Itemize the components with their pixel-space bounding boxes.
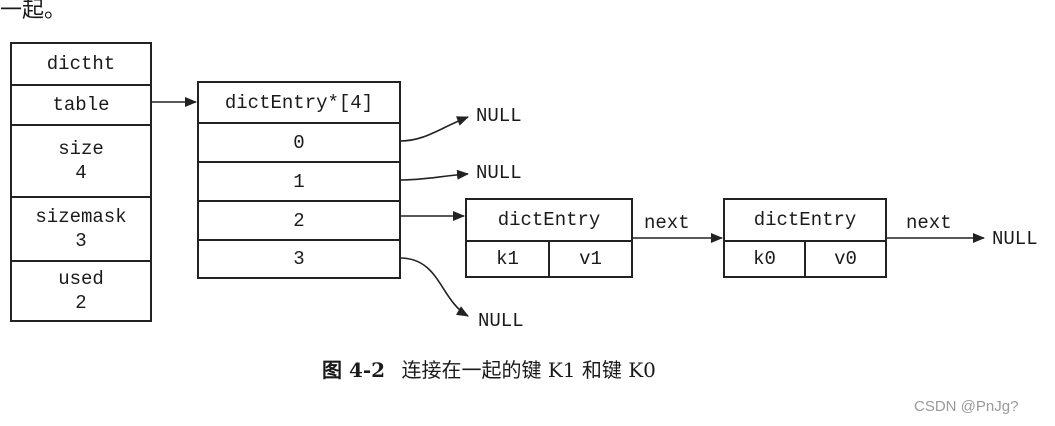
dictht-size-cell: size 4	[12, 124, 150, 196]
null-label-bucket-0: NULL	[476, 105, 522, 127]
dict-entry-value: v1	[548, 242, 631, 276]
bucket-0: 0	[199, 122, 399, 161]
dict-entry-k1: dictEntry k1 v1	[465, 198, 633, 278]
bucket-index: 0	[293, 131, 305, 154]
dictht-used-value: 2	[75, 292, 87, 314]
watermark: CSDN @PnJg?	[914, 398, 1019, 415]
dictht-size-value: 4	[75, 162, 87, 184]
dictht-used-label: used	[58, 268, 104, 290]
dict-entry-key: k0	[753, 248, 776, 270]
figure-caption: 图 4-2 连接在一起的键 K1 和键 K0	[322, 354, 656, 383]
bucket-index: 3	[293, 248, 305, 270]
null-label-bucket-3: NULL	[478, 310, 524, 332]
dict-entry-title: dictEntry	[497, 209, 601, 231]
caption-text: 连接在一起的键 K1 和键 K0	[401, 358, 656, 382]
bucket-1-null-arrow	[399, 169, 469, 181]
dict-entry-k0: dictEntry k0 v0	[723, 198, 887, 278]
dictht-sizemask-value: 3	[75, 230, 87, 252]
bucket-1: 1	[199, 161, 399, 200]
dict-entry-value: v0	[804, 242, 885, 276]
next-label-k0: next	[906, 212, 952, 234]
dictht-struct: dictht table size 4 sizemask 3 used 2	[10, 42, 152, 322]
dictht-title-cell: dictht	[12, 44, 150, 84]
bucket-3: 3	[199, 239, 399, 277]
bucket-index: 1	[293, 170, 305, 193]
dictht-table-label: table	[52, 94, 110, 116]
dictht-sizemask-cell: sizemask 3	[12, 196, 150, 260]
dict-entry-title: dictEntry	[753, 209, 857, 231]
dict-entry-kv-row: k1 v1	[467, 240, 631, 276]
caption-figure-number: 图 4-2	[322, 358, 386, 382]
dict-entry-key: k1	[496, 248, 519, 270]
dict-entry-title-cell: dictEntry	[467, 200, 631, 240]
preceding-text-fragment: 一起。	[0, 0, 67, 23]
table-array-title: dictEntry*[4]	[224, 91, 374, 114]
table-array: dictEntry*[4] 0 1 2 3	[197, 81, 401, 279]
dict-entry-kv-row: k0 v0	[725, 240, 885, 276]
null-label-bucket-1: NULL	[476, 162, 522, 184]
bucket-index: 2	[293, 209, 305, 232]
dictht-size-label: size	[58, 138, 104, 160]
bucket-0-null-arrow	[399, 116, 469, 142]
dict-entry-title-cell: dictEntry	[725, 200, 885, 240]
dictht-table-cell: table	[12, 84, 150, 124]
null-label-end: NULL	[992, 228, 1038, 250]
bucket-2: 2	[199, 200, 399, 239]
table-array-title-cell: dictEntry*[4]	[199, 83, 399, 122]
dictht-title: dictht	[46, 53, 116, 75]
next-label-k1: next	[644, 212, 690, 234]
dictht-sizemask-label: sizemask	[35, 206, 127, 228]
dictht-used-cell: used 2	[12, 260, 150, 320]
bucket-3-null-arrow	[399, 257, 469, 317]
